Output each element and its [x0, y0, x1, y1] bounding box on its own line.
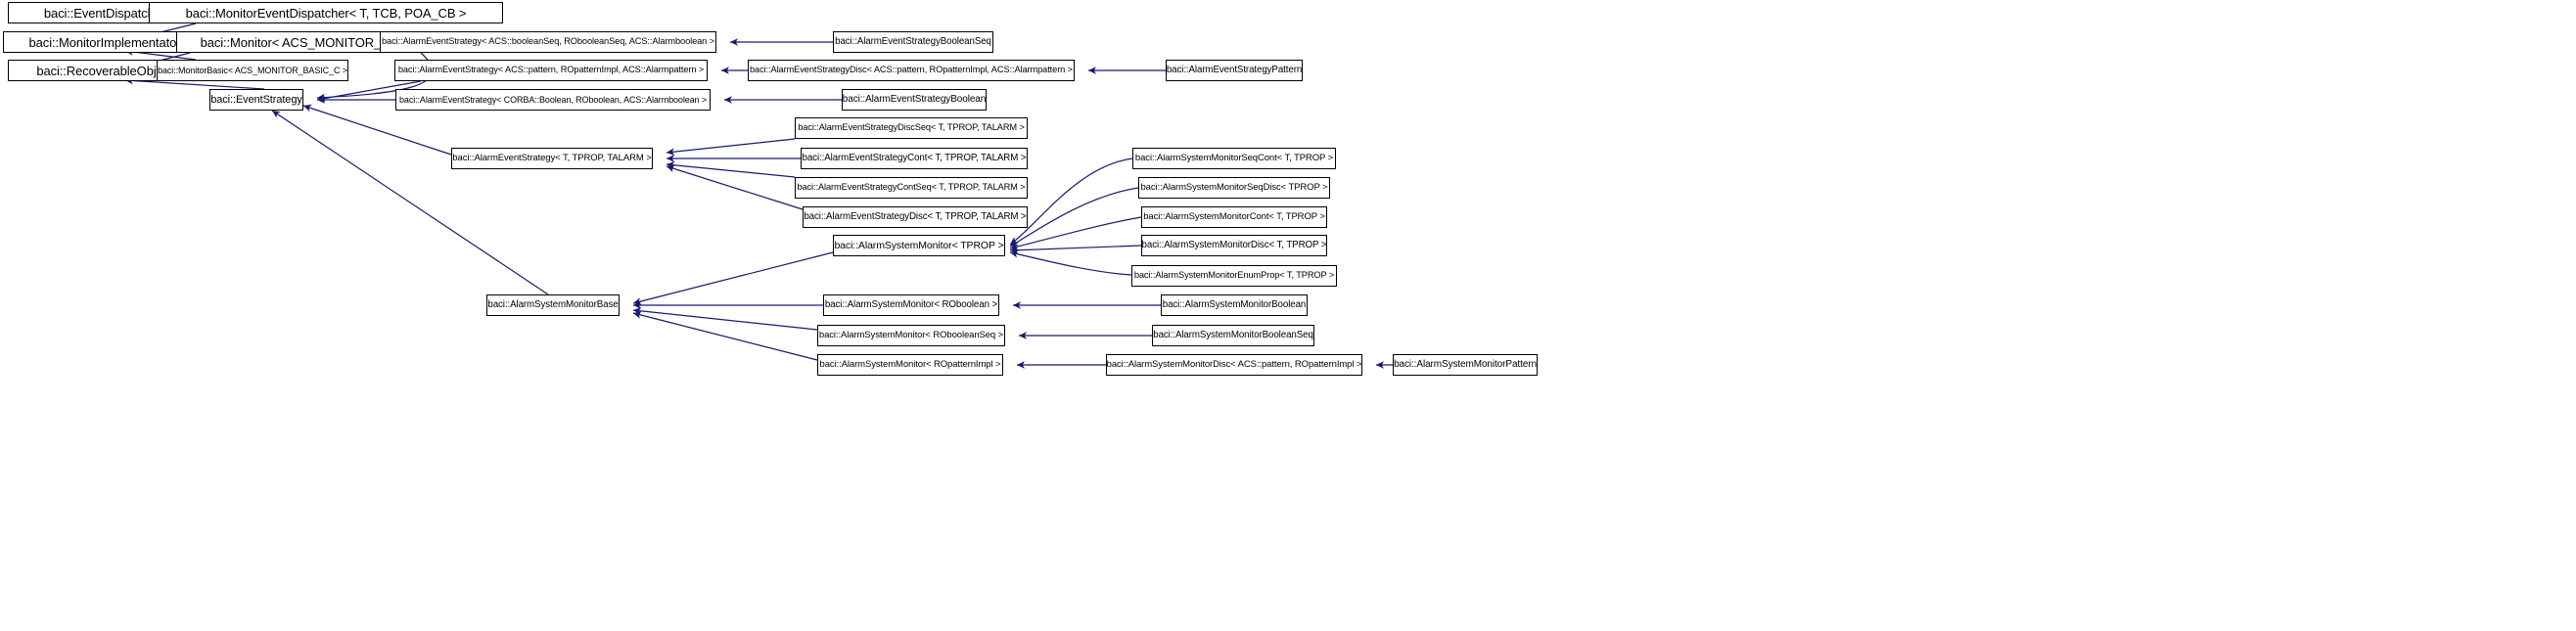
class-node[interactable]: baci::AlarmSystemMonitor< TPROP >	[833, 235, 1005, 256]
class-node[interactable]: baci::AlarmEventStrategy< CORBA::Boolean…	[395, 89, 711, 111]
class-node[interactable]: baci::AlarmEventStrategyBooleanSeq	[833, 31, 993, 53]
class-node[interactable]: baci::AlarmEventStrategyCont< T, TPROP, …	[801, 148, 1028, 169]
class-node[interactable]: baci::AlarmSystemMonitor< RObooleanSeq >	[817, 325, 1005, 346]
class-node[interactable]: baci::AlarmEventStrategy< ACS::booleanSe…	[380, 31, 716, 53]
class-node[interactable]: baci::AlarmEventStrategy< ACS::pattern, …	[394, 60, 708, 81]
class-node[interactable]: baci::AlarmSystemMonitorBooleanSeq	[1152, 325, 1314, 346]
class-node[interactable]: baci::AlarmSystemMonitor< ROpatternImpl …	[817, 354, 1003, 376]
class-node[interactable]: baci::AlarmSystemMonitorPattern	[1393, 354, 1538, 376]
class-node[interactable]: baci::AlarmSystemMonitorSeqDisc< TPROP >	[1138, 177, 1330, 199]
inheritance-edge	[1009, 158, 1133, 246]
inheritance-edge	[271, 110, 549, 295]
class-node[interactable]: baci::AlarmEventStrategy< T, TPROP, TALA…	[451, 148, 653, 169]
inheritance-edge	[124, 76, 265, 90]
class-node[interactable]: baci::AlarmEventStrategyDisc< ACS::patte…	[748, 60, 1075, 81]
class-node[interactable]: baci::AlarmSystemMonitorEnumProp< T, TPR…	[1131, 265, 1337, 287]
class-node[interactable]: baci::AlarmSystemMonitorBoolean	[1161, 294, 1308, 316]
class-node[interactable]: baci::AlarmEventStrategyDiscSeq< T, TPRO…	[795, 117, 1028, 139]
inheritance-edge	[1009, 245, 1142, 254]
inheritance-edge	[1009, 216, 1142, 250]
inheritance-edge	[632, 306, 818, 331]
class-node[interactable]: baci::MonitorEventDispatcher< T, TCB, PO…	[149, 2, 503, 23]
inheritance-edge	[666, 164, 804, 210]
class-node[interactable]: baci::AlarmSystemMonitorDisc< T, TPROP >	[1141, 235, 1327, 256]
inheritance-edge	[632, 251, 834, 305]
inheritance-edge	[1009, 187, 1139, 248]
inheritance-edge	[632, 311, 818, 361]
class-node[interactable]: baci::AlarmEventStrategyContSeq< T, TPRO…	[795, 177, 1028, 199]
class-node[interactable]: baci::AlarmSystemMonitorBase	[486, 294, 620, 316]
inheritance-edge	[1009, 249, 1132, 276]
class-node[interactable]: baci::MonitorBasic< ACS_MONITOR_BASIC_C …	[157, 60, 348, 81]
inheritance-edge	[302, 104, 452, 156]
class-node[interactable]: baci::AlarmSystemMonitorDisc< ACS::patte…	[1106, 354, 1362, 376]
class-node[interactable]: baci::AlarmEventStrategyPattern	[1166, 60, 1303, 81]
class-node[interactable]: baci::AlarmEventStrategyDisc< T, TPROP, …	[803, 206, 1028, 228]
inheritance-edge	[666, 138, 796, 157]
class-node[interactable]: baci::Monitor< ACS_MONITOR_C >	[176, 31, 425, 53]
class-node[interactable]: baci::AlarmSystemMonitorCont< T, TPROP >	[1141, 206, 1327, 228]
class-node[interactable]: baci::EventStrategy	[209, 89, 303, 111]
class-node[interactable]: baci::AlarmSystemMonitorSeqCont< T, TPRO…	[1132, 148, 1336, 169]
inheritance-edge	[666, 160, 796, 178]
class-node[interactable]: baci::AlarmSystemMonitor< ROboolean >	[823, 294, 999, 316]
class-node[interactable]: baci::AlarmEventStrategyBoolean	[842, 89, 987, 111]
